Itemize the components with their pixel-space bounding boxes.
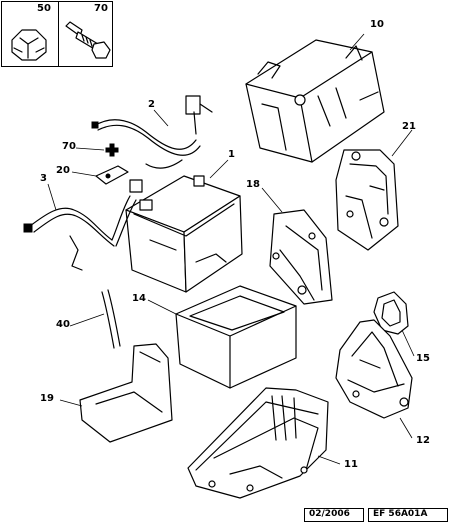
clip-20 <box>95 165 129 185</box>
inset-parts-box <box>1 1 113 67</box>
callout-18: 18 <box>246 179 260 190</box>
inset-label-70: 70 <box>94 3 108 14</box>
callout-19: 19 <box>40 393 54 404</box>
plate-18 <box>269 209 333 305</box>
bolt-part-70 <box>65 21 111 59</box>
cable-2 <box>91 95 213 169</box>
footer-reference: EF 56A01A <box>368 508 448 522</box>
callout-10: 10 <box>370 19 384 30</box>
vent-tube-40 <box>101 289 121 349</box>
inset-label-50: 50 <box>37 3 51 14</box>
callout-12: 12 <box>416 435 430 446</box>
inset-divider <box>58 2 59 66</box>
callout-40: 40 <box>56 319 70 330</box>
battery-tray-14 <box>175 285 297 389</box>
gasket-15 <box>373 291 409 335</box>
callout-21: 21 <box>402 121 416 132</box>
callout-20: 20 <box>56 165 70 176</box>
callout-3: 3 <box>40 173 47 184</box>
battery-cover-10 <box>245 39 385 163</box>
leader-lines <box>47 33 415 465</box>
clip-part-50 <box>11 29 47 61</box>
bolt-marker-70 <box>105 143 119 157</box>
support-12 <box>335 319 413 419</box>
callout-70: 70 <box>62 141 76 152</box>
footer-date: 02/2006 <box>304 508 364 522</box>
pad-19 <box>79 343 173 443</box>
callout-15: 15 <box>416 353 430 364</box>
bracket-21 <box>335 149 399 251</box>
callout-2: 2 <box>148 99 155 110</box>
lower-base-11 <box>187 387 329 499</box>
callout-14: 14 <box>132 293 146 304</box>
battery-1 <box>125 175 243 293</box>
callout-11: 11 <box>344 459 358 470</box>
callout-1: 1 <box>228 149 235 160</box>
cable-3 <box>23 179 143 271</box>
